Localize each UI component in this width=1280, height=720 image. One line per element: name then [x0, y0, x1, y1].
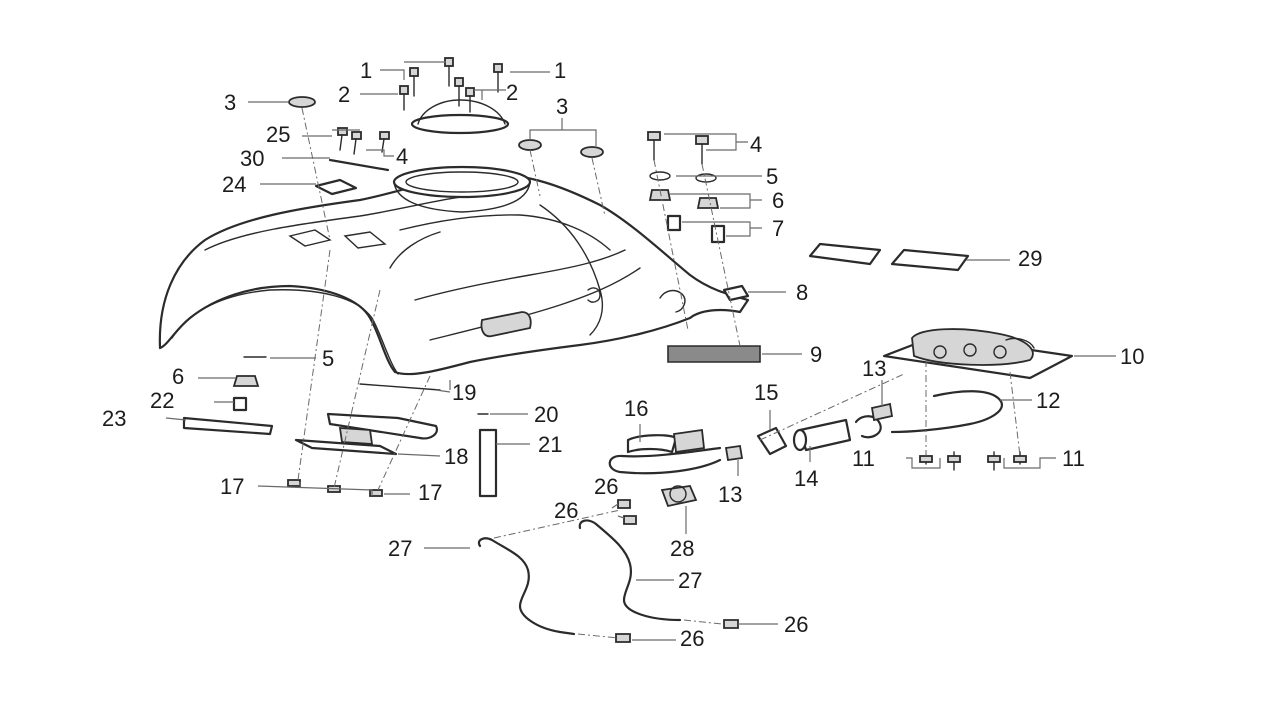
callout-27-left: 27	[388, 536, 412, 561]
callout-2-left: 2	[338, 82, 350, 107]
callout-24: 24	[222, 172, 246, 197]
callout-9: 9	[810, 342, 822, 367]
fuel-lines	[608, 390, 1027, 475]
callout-26-bottom: 26	[680, 626, 704, 651]
callout-13-top: 13	[862, 356, 886, 381]
callout-5-right: 5	[766, 164, 778, 189]
callout-17-left: 17	[220, 474, 244, 499]
callout-10: 10	[1120, 344, 1144, 369]
callout-13-bottom: 13	[718, 482, 742, 507]
callout-30: 30	[240, 146, 264, 171]
callout-numbers: 1 1 2 2 3 3 4 4 5 5 6 6 7 8 9 10 11 11 1…	[102, 58, 1144, 651]
callout-12: 12	[1036, 388, 1060, 413]
callout-29: 29	[1018, 246, 1042, 271]
callout-20: 20	[534, 402, 558, 427]
callout-16: 16	[624, 396, 648, 421]
callout-11-right: 11	[1062, 446, 1085, 471]
fuel-pump-assembly	[882, 328, 1074, 380]
fuel-tank	[158, 99, 750, 376]
pads	[667, 242, 970, 363]
callout-14: 14	[794, 466, 818, 491]
callout-26-mid: 26	[554, 498, 578, 523]
callout-22: 22	[150, 388, 174, 413]
callout-5-left: 5	[322, 346, 334, 371]
callout-18: 18	[444, 444, 468, 469]
callout-2-right: 2	[506, 80, 518, 105]
callout-8: 8	[796, 280, 808, 305]
fasteners-top	[182, 57, 726, 436]
callout-7: 7	[772, 216, 784, 241]
center-lines	[297, 107, 1021, 639]
callout-3-left: 3	[224, 90, 236, 115]
callout-15: 15	[754, 380, 778, 405]
callout-26-top: 26	[594, 474, 618, 499]
callout-6-right: 6	[772, 188, 784, 213]
callout-1-left: 1	[360, 58, 372, 83]
callout-1-right: 1	[554, 58, 566, 83]
callout-19: 19	[452, 380, 476, 405]
callout-4-right: 4	[750, 132, 762, 157]
callout-17-right: 17	[418, 480, 442, 505]
callout-11-left: 11	[852, 446, 875, 471]
lower-parts	[287, 383, 498, 498]
callout-26-bottom-right: 26	[784, 612, 808, 637]
callout-28: 28	[670, 536, 694, 561]
callout-3-right: 3	[556, 94, 568, 119]
callout-27-right: 27	[678, 568, 702, 593]
callout-23: 23	[102, 406, 126, 431]
callout-21: 21	[538, 432, 562, 457]
leader-lines	[165, 61, 1116, 641]
callout-25: 25	[266, 122, 290, 147]
callout-6-left: 6	[172, 364, 184, 389]
callout-4-left: 4	[396, 144, 408, 169]
vent-hoses	[477, 485, 739, 643]
